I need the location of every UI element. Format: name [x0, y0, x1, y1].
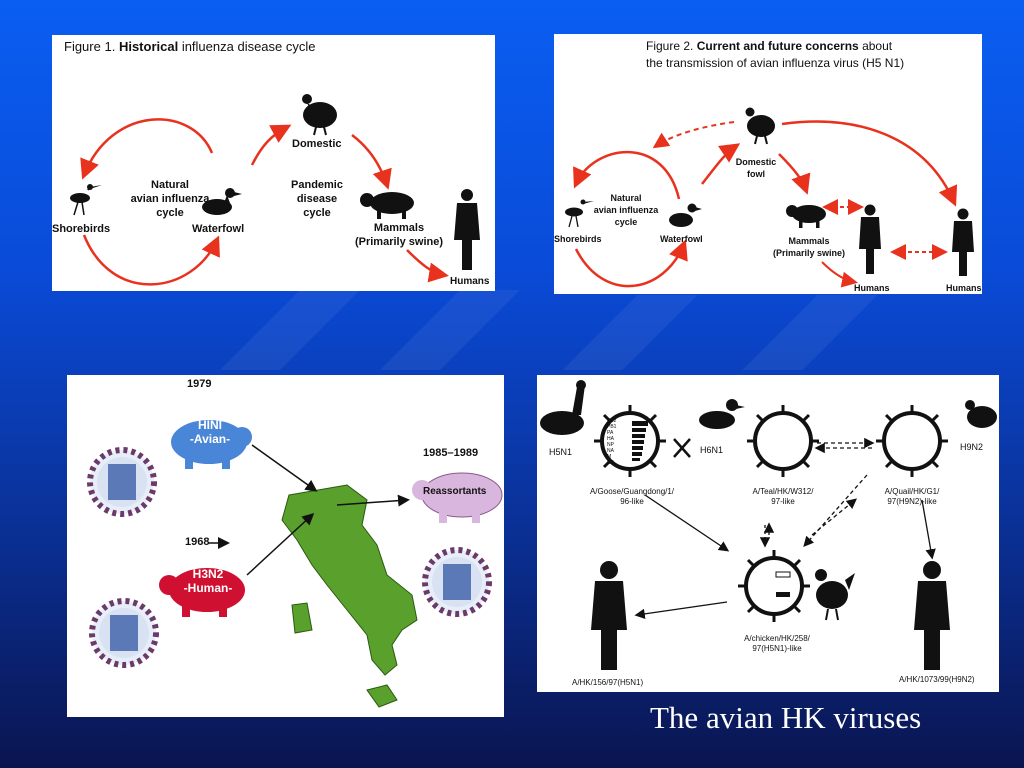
humans-label: Humans	[854, 283, 890, 293]
virus-particle	[92, 601, 156, 665]
human-icon	[591, 561, 627, 670]
slide-caption: The avian HK viruses	[650, 700, 922, 735]
virus-particle	[874, 403, 950, 479]
background-stripe	[742, 295, 878, 370]
waterfowl-label: Waterfowl	[660, 234, 703, 244]
h3n2-human-label: H3N2-Human-	[183, 567, 233, 595]
domestic-label: Domestic	[292, 138, 342, 150]
mammals-label: Mammals(Primarily swine)	[354, 222, 444, 248]
h9n2-label: H9N2	[960, 442, 984, 452]
mammals-label: Mammals(Primarily swine)	[772, 236, 846, 258]
figure-2-diagram	[565, 107, 974, 288]
figure-1-title: Figure 1. Historical influenza disease c…	[64, 39, 316, 54]
figure-2-title: Figure 2. Current and future concerns ab…	[646, 39, 905, 70]
pig-icon	[786, 205, 826, 228]
virus-particle	[90, 450, 154, 514]
duck-icon	[669, 203, 702, 227]
duck-icon	[699, 399, 745, 429]
background-stripe	[220, 290, 360, 370]
cross-symbol	[673, 438, 691, 458]
background-stripe	[380, 290, 520, 370]
figure-2-panel: Figure 2. Current and future concerns ab…	[554, 34, 982, 294]
humans-label: Humans	[946, 283, 982, 293]
shorebird-icon	[70, 184, 102, 216]
turkey-icon	[745, 107, 775, 145]
figure-4-panel: H5N1 H6N1 H9N2 A/Goose/Guangdong/1/96-li…	[537, 375, 999, 692]
shorebird-icon	[565, 199, 594, 228]
figure-3-diagram	[67, 420, 503, 708]
h5n1-label: H5N1	[549, 447, 573, 457]
reassortant-pig-icon	[412, 472, 503, 523]
duck-icon	[202, 188, 242, 215]
virus-particle	[592, 403, 668, 479]
shorebirds-label: Shorebirds	[52, 223, 111, 235]
year-1979-label: 1979	[187, 378, 212, 390]
virus-particle	[736, 548, 812, 624]
teal-strain-label: A/Teal/HK/W312/97-like	[752, 487, 814, 506]
human-icon	[859, 204, 881, 274]
h6n1-label: H6N1	[700, 445, 724, 455]
goose-icon	[540, 380, 586, 435]
year-1985-1989-label: 1985–1989	[423, 447, 479, 459]
italy-map	[281, 484, 418, 708]
human-icon	[952, 208, 974, 276]
year-1968-label: 1968	[185, 536, 210, 548]
human-h9n2-strain-label: A/HK/1073/99(H9N2)	[899, 675, 975, 684]
virus-particle	[745, 403, 821, 479]
quail-icon	[965, 400, 997, 428]
figure-4-diagram	[540, 380, 997, 670]
human-icon	[454, 189, 480, 270]
quail-strain-label: A/Quail/HK/G1/97(H9N2)-like	[884, 487, 940, 506]
chicken-strain-label: A/chicken/HK/258/97(H5N1)-like	[744, 634, 810, 653]
figure-1-diagram	[70, 94, 480, 286]
virus-particle	[425, 550, 489, 614]
pig-icon	[360, 192, 414, 219]
goose-strain-label: A/Goose/Guangdong/1/96-like	[589, 487, 675, 506]
chicken-icon	[815, 569, 855, 621]
figure-1-panel: Figure 1. Historical influenza disease c…	[52, 35, 495, 291]
h3n2-pig-icon	[159, 568, 245, 617]
waterfowl-label: Waterfowl	[192, 223, 245, 235]
h1n1-pig-icon	[171, 420, 252, 469]
segment-bars	[632, 421, 791, 597]
figure-3-panel: 1979 HINI-Avian- 1968 H3N2-Human- 1985–1…	[67, 375, 504, 717]
shorebirds-label: Shorebirds	[554, 234, 602, 244]
humans-label: Humans	[450, 276, 490, 287]
reassortants-label: Reassortants	[423, 486, 487, 497]
human-h5n1-strain-label: A/HK/156/97(H5N1)	[572, 678, 644, 687]
human-icon	[914, 561, 950, 670]
background-stripe	[562, 295, 698, 370]
h1n1-avian-label: HINI-Avian-	[189, 418, 231, 446]
turkey-icon	[302, 94, 337, 136]
